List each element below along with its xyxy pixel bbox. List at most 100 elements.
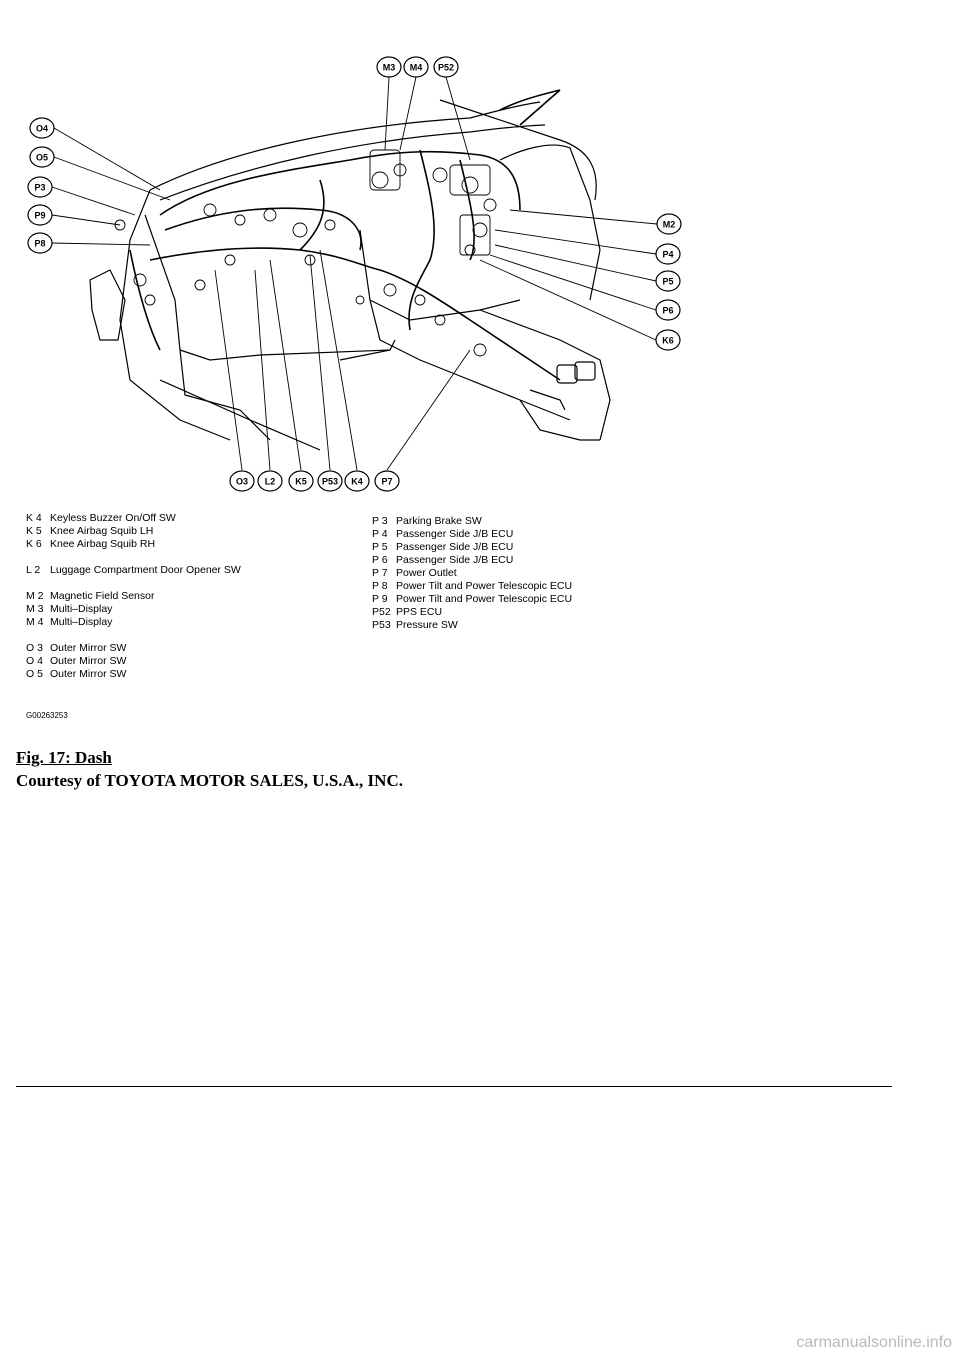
svg-text:P7: P7: [381, 477, 392, 487]
legend-item: K 6 Knee Airbag Squib RH: [26, 538, 241, 551]
callout-P4: P4: [655, 243, 681, 265]
svg-text:P53: P53: [322, 477, 338, 487]
svg-text:K4: K4: [351, 477, 363, 487]
callout-P8: P8: [27, 232, 53, 254]
callout-M3: M3: [376, 56, 402, 78]
legend-spacer: [26, 577, 241, 590]
legend-code: P 4: [372, 528, 388, 540]
figure-caption[interactable]: Fig. 17: Dash: [16, 748, 112, 767]
legend-description: Passenger Side J/B ECU: [396, 541, 514, 553]
callout-O5: O5: [29, 146, 55, 168]
callout-P5: P5: [655, 270, 681, 292]
legend-code: O 3: [26, 642, 43, 654]
svg-text:P6: P6: [662, 306, 673, 316]
legend-spacer: [26, 629, 241, 642]
callout-P6: P6: [655, 299, 681, 321]
legend-item: O 3 Outer Mirror SW: [26, 642, 241, 655]
legend-description: Magnetic Field Sensor: [50, 590, 155, 602]
legend-code: L 2: [26, 564, 41, 576]
dash-wiring-diagram: M3 M4 P52 O4 O5 P3 P9 P8 M2 P4 P5 P: [27, 56, 682, 492]
legend-item: P 8 Power Tilt and Power Telescopic ECU: [372, 580, 572, 593]
legend-description: Pressure SW: [396, 619, 458, 631]
legend-code: O 5: [26, 668, 43, 680]
callout-P52: P52: [433, 56, 459, 78]
legend-code: P 9: [372, 593, 388, 605]
legend-description: Power Outlet: [396, 567, 457, 579]
courtesy-line: Courtesy of TOYOTA MOTOR SALES, U.S.A., …: [16, 771, 403, 790]
watermark: carmanualsonline.info: [796, 1334, 952, 1351]
legend-code: M 2: [26, 590, 44, 602]
dash-outline: [89, 99, 611, 451]
svg-text:P5: P5: [662, 277, 673, 287]
svg-text:P8: P8: [34, 239, 45, 249]
legend-description: Power Tilt and Power Telescopic ECU: [396, 593, 573, 605]
callout-K4: K4: [344, 470, 370, 492]
legend-code: P 3: [372, 515, 388, 527]
component-blobs: [114, 149, 497, 357]
legend-left: K 4 Keyless Buzzer On/Off SW K 5 Knee Airba…: [26, 512, 241, 681]
legend-code: K 4: [26, 512, 42, 524]
legend-code: K 5: [26, 525, 42, 537]
callout-M4: M4: [403, 56, 429, 78]
svg-text:K6: K6: [662, 336, 674, 346]
legend-item: O 5 Outer Mirror SW: [26, 668, 241, 681]
image-code: G00263253: [26, 711, 68, 720]
legend-description: Luggage Compartment Door Opener SW: [50, 564, 241, 576]
svg-text:K5: K5: [295, 477, 307, 487]
svg-text:P52: P52: [438, 63, 454, 73]
svg-text:L2: L2: [265, 477, 276, 487]
callout-K5: K5: [288, 470, 314, 492]
legend-description: Outer Mirror SW: [50, 668, 127, 680]
svg-text:P4: P4: [662, 250, 673, 260]
legend-item: K 4 Keyless Buzzer On/Off SW: [26, 512, 241, 525]
legend-code: K 6: [26, 538, 42, 550]
svg-text:P3: P3: [34, 183, 45, 193]
callout-O4: O4: [29, 117, 55, 139]
svg-text:O4: O4: [36, 124, 48, 134]
svg-text:M2: M2: [663, 220, 676, 230]
legend-description: Outer Mirror SW: [50, 655, 127, 667]
legend-description: Knee Airbag Squib RH: [50, 538, 156, 550]
legend-code: P 7: [372, 567, 388, 579]
legend-description: PPS ECU: [396, 606, 443, 618]
callout-P7: P7: [374, 470, 400, 492]
horizontal-rule: [16, 1086, 892, 1087]
callout-L2: L2: [257, 470, 283, 492]
svg-text:P9: P9: [34, 211, 45, 221]
legend-code: O 4: [26, 655, 43, 667]
leader-lines: [51, 76, 658, 471]
legend-description: Outer Mirror SW: [50, 642, 127, 654]
legend-item: K 5 Knee Airbag Squib LH: [26, 525, 241, 538]
legend-description: Passenger Side J/B ECU: [396, 554, 514, 566]
callout-P9: P9: [27, 204, 53, 226]
legend-item: P 9 Power Tilt and Power Telescopic ECU: [372, 593, 572, 606]
legend-spacer: [26, 551, 241, 564]
legend-description: Multi–Display: [50, 616, 113, 628]
svg-text:O3: O3: [236, 477, 248, 487]
legend-code: P52: [372, 606, 391, 618]
legend-item: P 5 Passenger Side J/B ECU: [372, 541, 572, 554]
legend-description: Parking Brake SW: [396, 515, 482, 527]
legend-item: O 4 Outer Mirror SW: [26, 655, 241, 668]
legend-item: P 3 Parking Brake SW: [372, 515, 572, 528]
legend-code: P 5: [372, 541, 388, 553]
svg-text:M4: M4: [410, 63, 423, 73]
svg-text:O5: O5: [36, 153, 48, 163]
legend-code: P 8: [372, 580, 388, 592]
callout-P53: P53: [317, 470, 343, 492]
legend-code: M 3: [26, 603, 44, 615]
legend-description: Power Tilt and Power Telescopic ECU: [396, 580, 573, 592]
callout-K6: K6: [655, 329, 681, 351]
legend-description: Knee Airbag Squib LH: [50, 525, 154, 537]
legend-description: Keyless Buzzer On/Off SW: [50, 512, 176, 524]
legend-item: M 2 Magnetic Field Sensor: [26, 590, 241, 603]
callout-M2: M2: [656, 213, 682, 235]
callout-O3: O3: [229, 470, 255, 492]
wire-harness: [129, 89, 561, 381]
